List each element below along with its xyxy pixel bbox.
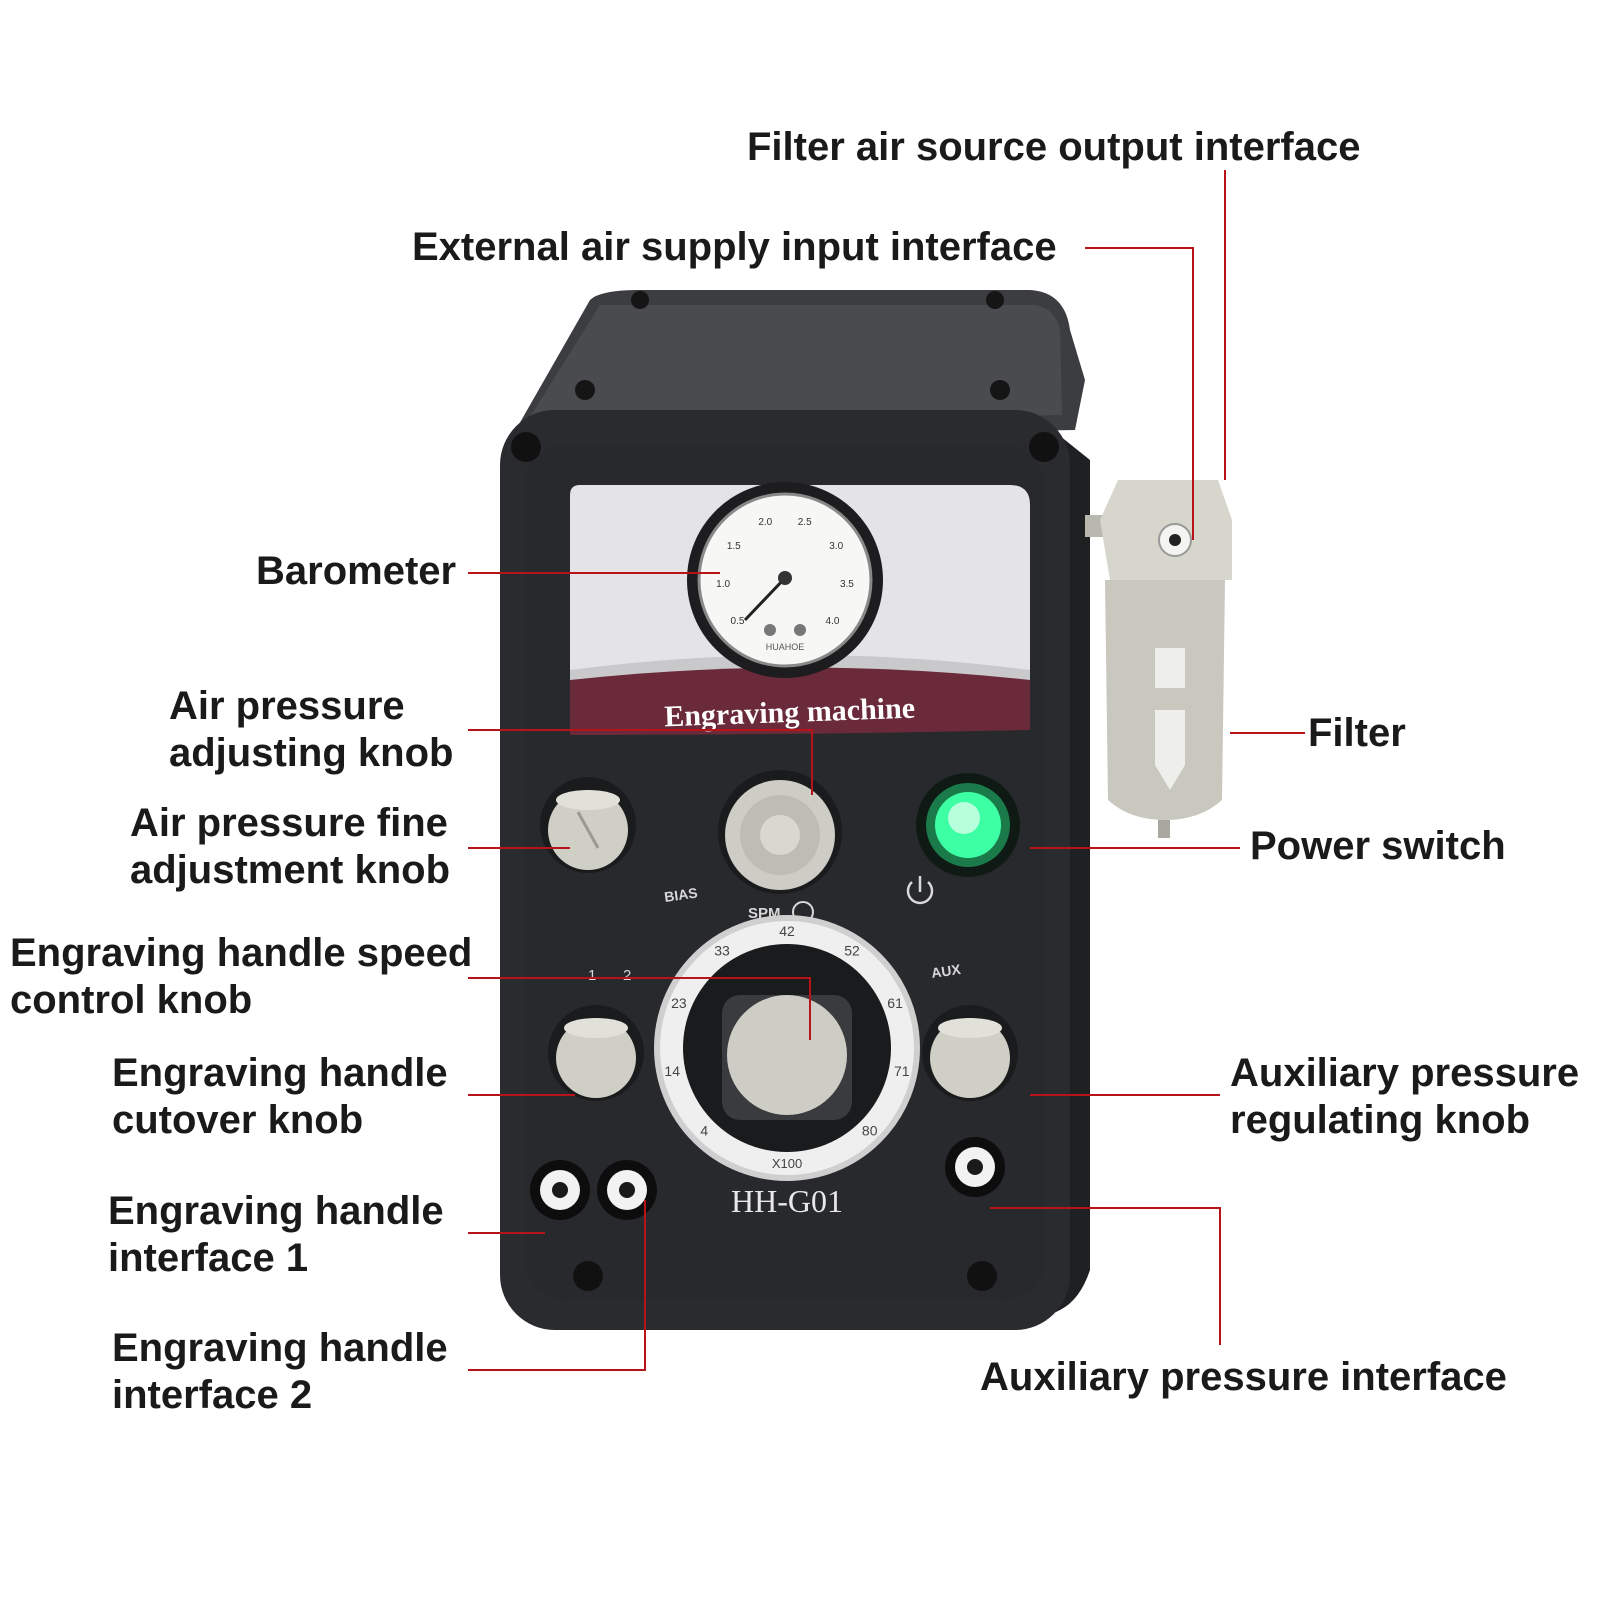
screw-front-top-left (511, 432, 541, 462)
label-barometer: Barometer (256, 548, 456, 595)
screw-front-bottom-right (967, 1261, 997, 1291)
label-air-pressure-adjusting: Air pressure adjusting knob (169, 683, 453, 777)
filter-unit (1085, 480, 1232, 838)
label-filter: Filter (1308, 710, 1406, 757)
screw-top-right-back (986, 291, 1004, 309)
gauge-tick-label: 4.0 (826, 616, 840, 627)
screw-top-left-front (575, 380, 595, 400)
machine-top-plate (525, 305, 1062, 425)
label-handle-if1: Engraving handle interface 1 (108, 1188, 444, 1282)
label-power-switch: Power switch (1250, 823, 1506, 870)
screw-front-top-right (1029, 432, 1059, 462)
gauge-tick-label: 0.5 (731, 616, 745, 627)
gauge-tick-label: 3.5 (840, 579, 854, 590)
label-speed-control-line2: control knob (10, 978, 253, 1022)
screw-front-bottom-left (573, 1261, 603, 1291)
leader-speed (468, 977, 811, 1040)
gauge-needle (743, 576, 787, 622)
label-air-pressure-fine: Air pressure fine adjustment knob (130, 800, 450, 894)
aux-label: AUX (930, 961, 962, 981)
screw-top-left-back (631, 291, 649, 309)
leader-aux-interface (990, 1207, 1221, 1345)
gauge-hole-right (794, 624, 806, 636)
screw-top-right-front (990, 380, 1010, 400)
label-handle-if2-line2: interface 2 (112, 1373, 313, 1417)
label-speed-control-line1: Engraving handle speed (10, 931, 473, 975)
dial-tick-label: 4 (700, 1123, 708, 1139)
aux-pressure-interface[interactable] (945, 1137, 1005, 1197)
label-cutover-line2: cutover knob (112, 1098, 364, 1142)
dial-tick-label: 52 (844, 943, 860, 959)
label-external-air-input-text: External air supply input interface (412, 225, 1057, 269)
dial-tick-label: 80 (862, 1123, 878, 1139)
gauge-tick-label: 1.0 (716, 579, 730, 590)
label-filter-air-output-text: Filter air source output interface (747, 125, 1361, 169)
dial-multiplier: X100 (772, 1156, 802, 1171)
aux-regulating-knob[interactable] (922, 1005, 1018, 1101)
gauge-tick-labels: 0.5 1.0 1.5 2.0 2.5 3.0 3.5 4.0 (716, 517, 854, 627)
label-aux-interface-text: Auxiliary pressure interface (980, 1355, 1507, 1399)
gauge-tick-label: 3.0 (829, 541, 843, 552)
brand-band-color (570, 667, 1030, 735)
air-pressure-fine-knob[interactable] (540, 777, 636, 873)
cutover-knob[interactable] (548, 1005, 644, 1101)
dial-tick-label: 61 (887, 995, 903, 1011)
handle-2-label: 2 (623, 967, 631, 984)
bias-label: BIAS (663, 884, 698, 905)
label-cutover-line1: Engraving handle (112, 1051, 448, 1095)
model-label: HH-G01 (731, 1183, 843, 1219)
label-aux-regulating: Auxiliary pressure regulating knob (1230, 1050, 1579, 1144)
dial-tick-label: 71 (894, 1063, 910, 1079)
label-handle-if2: Engraving handle interface 2 (112, 1325, 448, 1419)
label-handle-if2-line1: Engraving handle (112, 1326, 448, 1370)
label-air-pressure-adjusting-line2: adjusting knob (169, 731, 454, 775)
label-aux-interface: Auxiliary pressure interface (980, 1354, 1507, 1401)
gauge-brand: HUAHOE (766, 642, 805, 652)
gauge-tick-label: 1.5 (727, 541, 741, 552)
leader-external-input (1085, 247, 1194, 540)
leader-air-adjusting (468, 729, 813, 795)
speed-control-knob[interactable] (722, 995, 852, 1120)
label-power-switch-text: Power switch (1250, 824, 1506, 868)
label-filter-air-output: Filter air source output interface (747, 124, 1360, 171)
barometer-gauge: 0.5 1.0 1.5 2.0 2.5 3.0 3.5 4.0 HUAHOE (687, 482, 883, 678)
gauge-hole-left (764, 624, 776, 636)
dial-tick-label: 42 (779, 923, 795, 939)
label-external-air-input: External air supply input interface (412, 224, 1057, 271)
gauge-tick-label: 2.5 (798, 517, 812, 528)
air-pressure-adjusting-knob[interactable] (718, 770, 842, 894)
dial-tick-label: 33 (714, 943, 730, 959)
label-speed-control: Engraving handle speed control knob (10, 930, 472, 1024)
leader-handle-if2 (468, 1200, 646, 1371)
gauge-tick-label: 2.0 (758, 517, 772, 528)
power-switch[interactable] (916, 773, 1020, 877)
label-aux-regulating-line2: regulating knob (1230, 1098, 1530, 1142)
power-icon (906, 876, 934, 905)
handle-interface-2[interactable] (597, 1160, 657, 1220)
label-cutover: Engraving handle cutover knob (112, 1050, 448, 1144)
leader-lines (468, 170, 1305, 1371)
dial-tick-labels: 4 14 23 33 42 52 61 71 80 (664, 923, 909, 1139)
label-filter-text: Filter (1308, 711, 1406, 755)
handle-1-label: 1 (588, 967, 596, 984)
label-air-pressure-adjusting-line1: Air pressure (169, 684, 405, 728)
label-barometer-text: Barometer (256, 549, 457, 593)
label-handle-if1-line1: Engraving handle (108, 1189, 444, 1233)
label-air-pressure-fine-line1: Air pressure fine (130, 801, 448, 845)
dial-tick-label: 14 (664, 1063, 680, 1079)
handle-interface-1[interactable] (530, 1160, 590, 1220)
label-air-pressure-fine-line2: adjustment knob (130, 848, 451, 892)
dial-tick-label: 23 (671, 995, 687, 1011)
label-aux-regulating-line1: Auxiliary pressure (1230, 1051, 1580, 1095)
gauge-hub (778, 571, 792, 585)
label-handle-if1-line2: interface 1 (108, 1236, 309, 1280)
